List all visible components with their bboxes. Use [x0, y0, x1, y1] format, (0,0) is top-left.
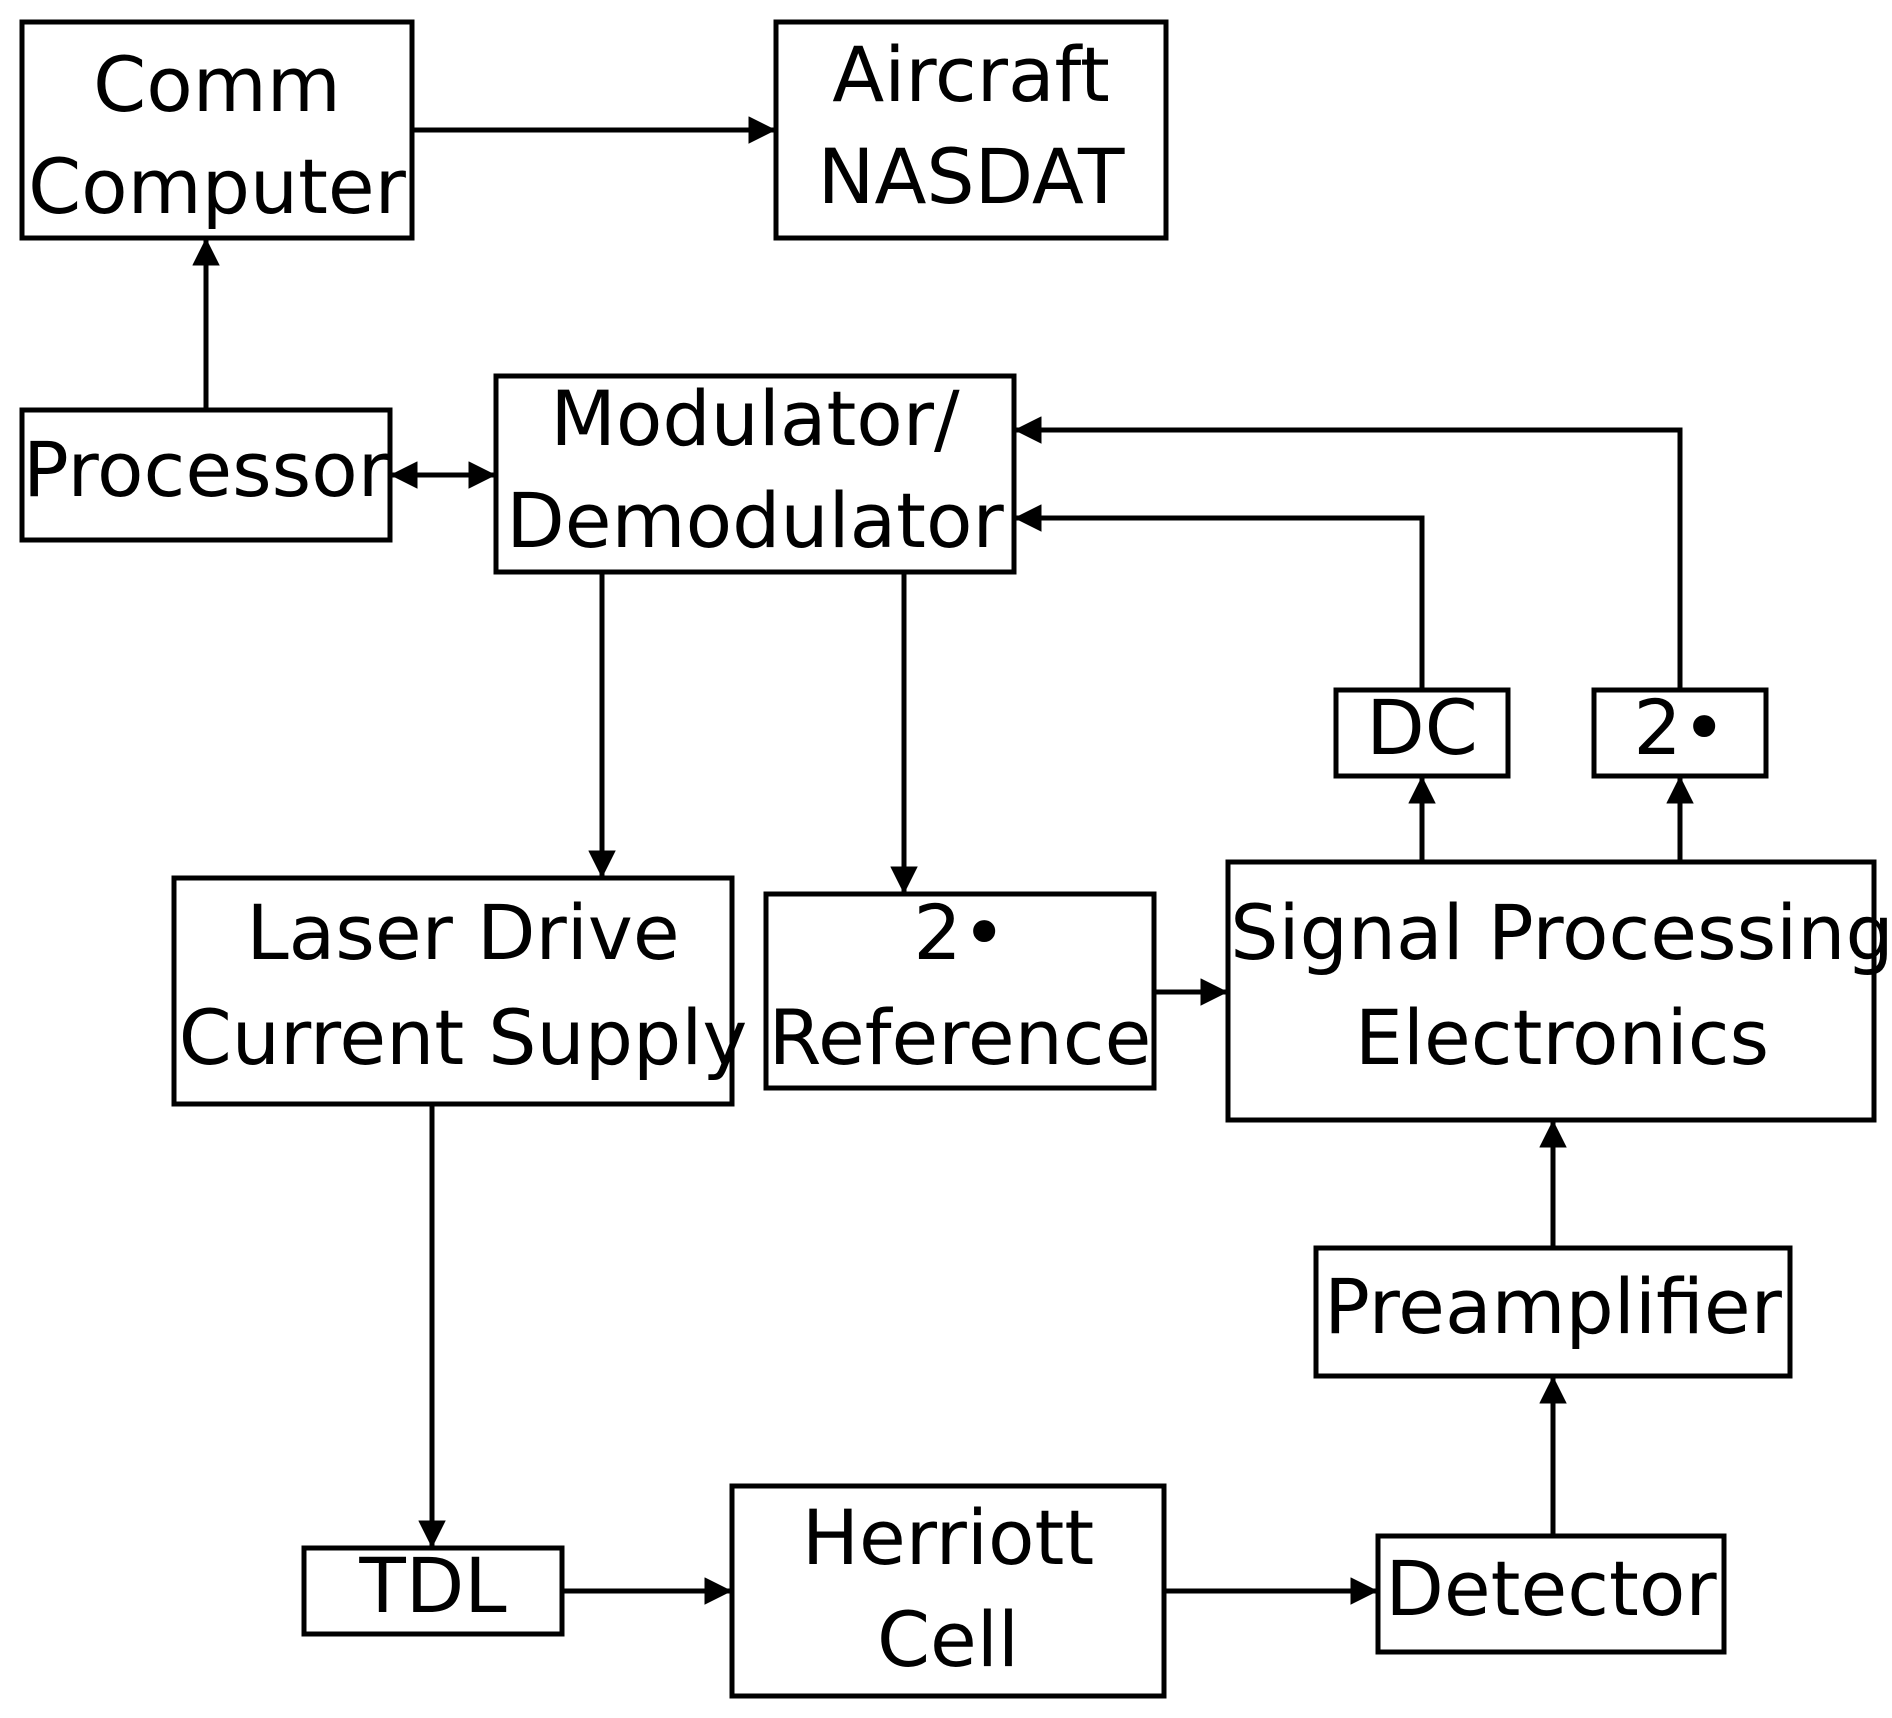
node-detector: Detector — [1375, 1533, 1727, 1655]
node-detector-line-1: Detector — [1385, 1544, 1717, 1633]
node-dc: DC — [1333, 683, 1511, 779]
node-signal-processing-electronics-line-1: Signal Processing — [1230, 888, 1892, 977]
edge-two-omega-output-to-modulator-demodulator — [1014, 416, 1683, 690]
node-two-omega-output: 2• — [1591, 683, 1769, 779]
node-processor-line-1: Processor — [23, 425, 390, 514]
node-comm-computer: Comm Computer — [19, 19, 415, 241]
node-laser-drive-current-supply: Laser Drive Current Supply — [171, 875, 748, 1107]
edge-dc-to-modulator-demodulator — [1014, 504, 1425, 690]
node-two-omega-reference: 2• Reference — [763, 888, 1157, 1091]
node-modulator-demodulator-line-1: Modulator/ — [550, 374, 960, 463]
node-herriott-cell: Herriott Cell — [729, 1483, 1167, 1699]
node-comm-computer-line-2: Computer — [28, 142, 407, 231]
node-laser-drive-current-supply-line-1: Laser Drive — [246, 888, 679, 977]
node-laser-drive-current-supply-line-2: Current Supply — [179, 993, 748, 1082]
node-tdl-line-1: TDL — [358, 1541, 506, 1630]
node-preamplifier-line-1: Preamplifier — [1324, 1262, 1783, 1351]
node-aircraft-nasdat-line-1: Aircraft — [832, 30, 1110, 119]
node-two-omega-reference-line-1: 2• — [913, 888, 1006, 977]
node-aircraft-nasdat-line-2: NASDAT — [818, 132, 1125, 221]
node-herriott-cell-line-1: Herriott — [802, 1493, 1094, 1582]
node-processor: Processor — [19, 407, 393, 543]
edges-layer — [192, 116, 1694, 1605]
node-signal-processing-electronics: Signal Processing Electronics — [1225, 859, 1892, 1123]
node-aircraft-nasdat: Aircraft NASDAT — [773, 19, 1169, 241]
node-signal-processing-electronics-line-2: Electronics — [1355, 993, 1769, 1082]
node-preamplifier: Preamplifier — [1313, 1245, 1793, 1379]
node-two-omega-output-line-1: 2• — [1633, 683, 1726, 772]
node-dc-line-1: DC — [1366, 683, 1478, 772]
node-comm-computer-line-1: Comm — [93, 40, 341, 129]
node-modulator-demodulator-line-2: Demodulator — [506, 476, 1004, 565]
node-herriott-cell-line-2: Cell — [877, 1595, 1019, 1684]
node-modulator-demodulator: Modulator/ Demodulator — [493, 373, 1017, 575]
node-two-omega-reference-line-2: Reference — [769, 993, 1152, 1082]
node-tdl: TDL — [301, 1541, 565, 1637]
